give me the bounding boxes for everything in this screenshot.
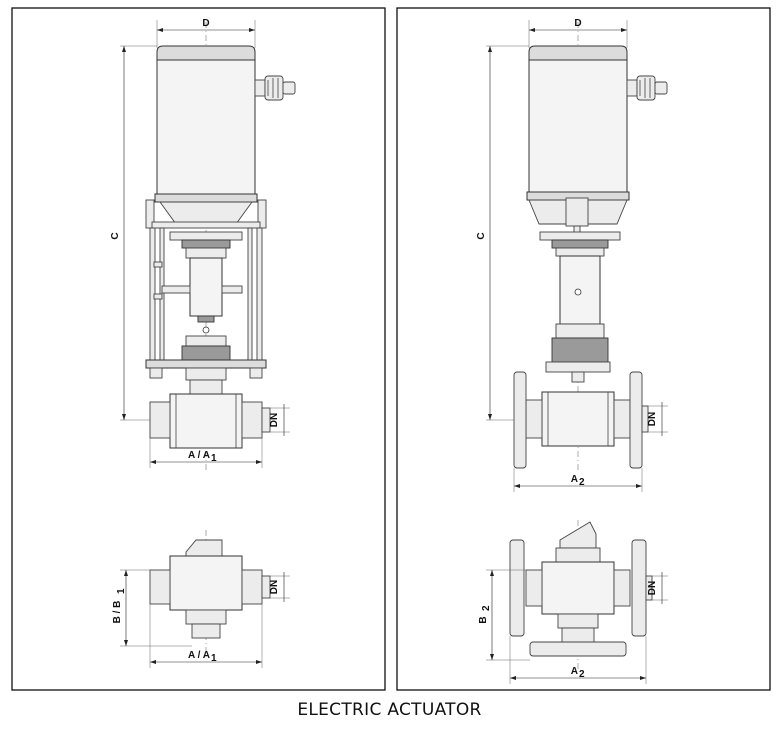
right-dim-b2-label: B (478, 616, 489, 623)
left-dim-d-label: D (202, 18, 209, 29)
left-dim-a-label: A / A (188, 450, 210, 461)
left-bottom-dim-dn-label: DN (269, 580, 280, 594)
right-dim-a2-sub: 2 (579, 477, 585, 488)
right-panel: D (396, 7, 771, 691)
left-dim-b-sub: 1 (116, 588, 127, 594)
right-dim-c: C (476, 45, 529, 421)
left-dim-dn: DN (269, 404, 290, 436)
left-bottom-dim-a-label: A / A (188, 650, 210, 661)
right-dim-d-label: D (574, 18, 581, 29)
right-bottom-dim-a2-label: A (571, 666, 578, 677)
right-bracket (528, 197, 628, 383)
right-dim-dn-label: DN (647, 412, 658, 426)
right-dim-b2-sub: 2 (481, 605, 492, 611)
right-bottom-view: B 2 DN A 2 (478, 520, 668, 684)
right-bottom-dim-dn-label: DN (647, 581, 658, 595)
left-dim-c: C (110, 45, 157, 421)
caption: ELECTRIC ACTUATOR (297, 700, 482, 720)
left-dim-dn-label: DN (269, 413, 280, 427)
left-panel: D (11, 7, 386, 691)
left-dim-b-label: B / B (112, 601, 123, 624)
left-actuator (154, 45, 296, 203)
left-bottom-view: B / B 1 DN A / A 1 (112, 530, 290, 668)
right-bottom-dim-a2-sub: 2 (579, 669, 585, 680)
right-dim-d: D (528, 18, 628, 48)
left-yoke (145, 199, 267, 395)
left-dim-d: D (156, 18, 256, 48)
left-panel-frame (11, 7, 386, 691)
right-dim-dn: DN (647, 402, 668, 436)
left-dim-a: A / A 1 (149, 438, 263, 468)
right-panel-frame (396, 7, 771, 691)
right-valve-body (513, 371, 649, 469)
left-dim-a-sub: 1 (211, 453, 217, 464)
right-dim-c-label: C (476, 232, 487, 239)
left-bottom-dim-a-sub: 1 (211, 653, 217, 664)
right-actuator (526, 45, 668, 201)
left-dim-c-label: C (110, 232, 121, 239)
right-dim-a2-label: A (571, 474, 578, 485)
right-dim-a2: A 2 (513, 468, 643, 492)
left-valve-body (149, 393, 271, 449)
